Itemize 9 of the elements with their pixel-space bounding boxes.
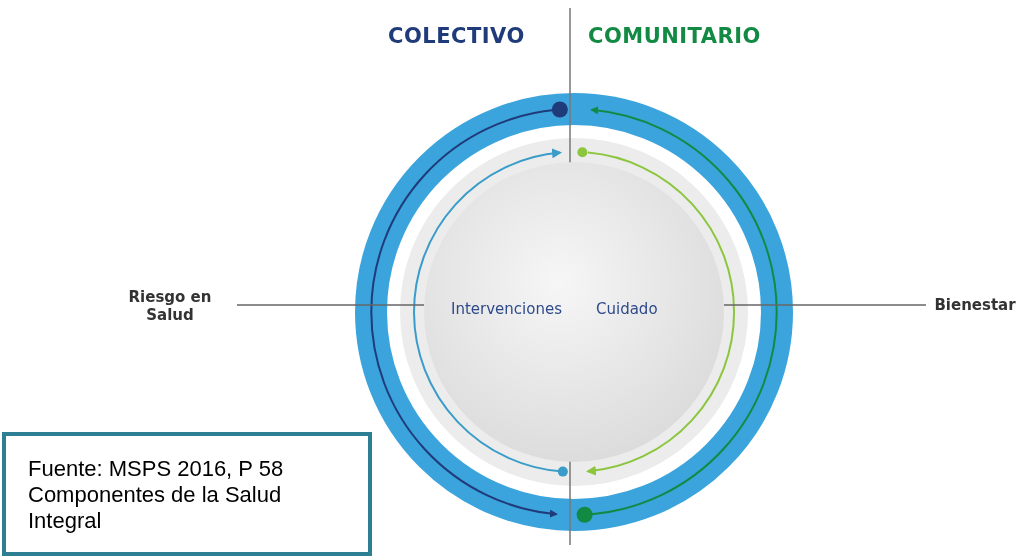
column-heading: COLECTIVO (388, 24, 525, 48)
section-label: Intervenciones (451, 300, 562, 318)
leader-line (723, 304, 927, 306)
section-label: Cuidado (596, 300, 658, 318)
source-note: Fuente: MSPS 2016, P 58 Componentes de la Salud Integral (2, 432, 372, 556)
leader-line (236, 304, 425, 306)
outcome-label: Riesgo en Salud (105, 288, 235, 332)
column-heading: COMUNITARIO (588, 24, 761, 48)
outcome-label: Bienestar (930, 296, 1020, 320)
